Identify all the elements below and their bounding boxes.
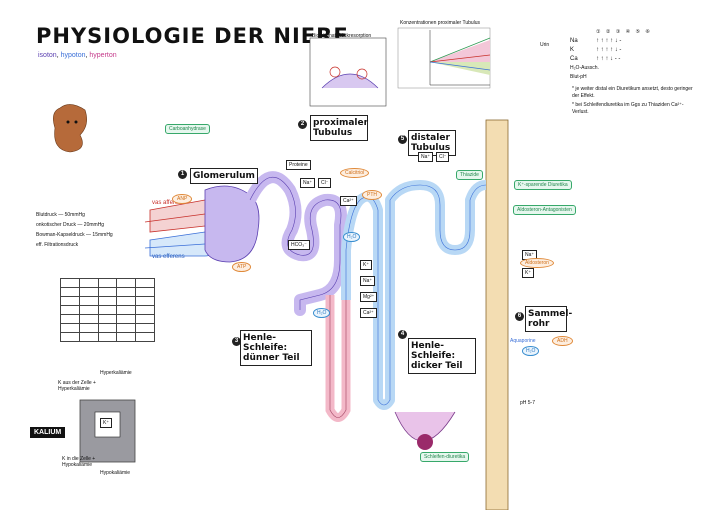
label-bicarbonat: Bicarbonat-Rückresorption bbox=[312, 33, 372, 39]
label-sammelrohr: Sammel-rohr bbox=[525, 306, 572, 332]
label-henle-thin: Henle-Schleife: dünner Teil bbox=[240, 330, 312, 366]
drug-schleifendiuretika: Schleifen-diuretika bbox=[420, 452, 470, 462]
section-number-1: 1 bbox=[178, 170, 187, 179]
page-title: PHYSIOLOGIE DER NIERE bbox=[36, 24, 349, 48]
label-k-aus: K aus der Zelle + Hyperkaliämie bbox=[58, 380, 96, 392]
henle-thin-loop bbox=[325, 295, 351, 422]
ion-ca-thick: Ca²⁺ bbox=[360, 308, 377, 318]
ion-cl: Cl⁻ bbox=[318, 178, 332, 188]
pressure-row: onkotischer Druck — 20mmHg bbox=[36, 222, 105, 228]
label-konz-chart: Konzentrationen proximaler Tubulus bbox=[400, 20, 481, 26]
pressure-row: Blutdruck — 50mmHg bbox=[36, 212, 85, 218]
note-2: * bei Schleifendiuretika im Ggs zu Thiaz… bbox=[572, 102, 684, 115]
pressure-row: Bowman-Kapseldruck — 15mmHg bbox=[36, 232, 113, 238]
legend-h2o: H₂O-Aussch. bbox=[570, 65, 599, 71]
note-1: * je weiter distal ein Diuretikum ansetz… bbox=[572, 86, 693, 99]
label-glomerulum: Glomerulum bbox=[190, 168, 258, 184]
water-pill-1: H₂O bbox=[343, 232, 361, 242]
hormone-atp: ATP bbox=[232, 262, 252, 272]
section-number-6: 6 bbox=[515, 312, 524, 321]
ion-ca: Ca²⁺ bbox=[340, 196, 357, 206]
section-number-4: 4 bbox=[398, 330, 407, 339]
label-proximal-tubulus: proximaler Tubulus bbox=[310, 115, 368, 141]
subtitle-hypoton: hypoton bbox=[60, 52, 86, 59]
pressure-result: eff. Filtrationsdruck bbox=[36, 242, 79, 248]
ion-k-kalium: K⁺ bbox=[100, 418, 112, 428]
page-subtitle: isoton, hypoton, hyperton bbox=[38, 52, 117, 59]
hormone-aldosteron: Aldosteron bbox=[520, 258, 554, 268]
ion-mg: Mg²⁺ bbox=[360, 292, 378, 302]
label-henle-thick: Henle-Schleife: dicker Teil bbox=[408, 338, 476, 374]
collecting-duct bbox=[485, 119, 509, 510]
subtitle-isoton: isoton bbox=[38, 52, 57, 59]
clearance-table bbox=[60, 278, 155, 342]
ion-na-distal: Na⁺ bbox=[418, 152, 434, 162]
water-pill-3: H₂O bbox=[522, 346, 540, 356]
ion-na: Na⁺ bbox=[300, 178, 316, 188]
kalium-badge: KALIUM bbox=[30, 427, 66, 438]
ion-na-thick: Na⁺ bbox=[360, 276, 376, 286]
hormone-anp: ANP bbox=[172, 194, 193, 204]
diuretic-legend: ① ② ③ ④ ⑤ ⑥ Na↑ ↑ ↑ ↑ ↓ - K↑ ↑ ↑ ↑ ↓ - C… bbox=[570, 28, 680, 82]
label-hypokaliaemie: Hypokaliämie bbox=[100, 470, 131, 476]
water-pill-2: H₂O bbox=[313, 308, 331, 318]
hormone-pth: PTH bbox=[362, 190, 382, 200]
label-ph-value: pH 5-7 bbox=[520, 400, 536, 406]
label-hyperkaliaemie: Hyperkaliämie bbox=[100, 370, 132, 376]
drug-k-sparende: K⁺-sparende Diuretika bbox=[514, 180, 572, 190]
drug-carboanhydrase: Carboanhydrase bbox=[165, 124, 210, 134]
section-number-5: 5 bbox=[398, 135, 407, 144]
ion-k: K⁺ bbox=[360, 260, 372, 270]
drug-thiazide: Thiazide bbox=[456, 170, 483, 180]
label-k-in: K in die Zelle + Hypokaliämie bbox=[62, 456, 96, 468]
legend-row: Na↑ ↑ ↑ ↑ ↓ - bbox=[570, 38, 622, 44]
label-vas-afferens: vas afferens bbox=[152, 200, 185, 206]
ion-hco3: HCO₃⁻ bbox=[288, 240, 310, 250]
legend-ph: Blut-pH bbox=[570, 74, 587, 80]
label-vas-efferens: vas efferens bbox=[152, 254, 185, 260]
legend-row: K↑ ↑ ↑ ↑ ↓ - bbox=[570, 47, 622, 53]
hormone-adh: ADH bbox=[552, 336, 573, 346]
section-number-3: 3 bbox=[232, 337, 241, 346]
subtitle-hyperton: hyperton bbox=[89, 52, 117, 59]
label-aquaporine: Aquaporine bbox=[510, 338, 536, 344]
section-number-2: 2 bbox=[298, 120, 307, 129]
drug-aldo-antagonist: Aldosteron-Antagonisten bbox=[513, 205, 576, 215]
ion-k-collect: K⁺ bbox=[522, 268, 534, 278]
ion-cl-distal: Cl⁻ bbox=[436, 152, 450, 162]
ion-protein: Proteine bbox=[286, 160, 311, 170]
legend-row: Ca↑ ↑ ↑ ↓ - - bbox=[570, 56, 621, 62]
bowman-capsule bbox=[204, 185, 260, 263]
legend-urin: Urin bbox=[540, 42, 550, 48]
legend-header: ① ② ③ ④ ⑤ ⑥ bbox=[596, 29, 652, 35]
pressure-table: Blutdruck — 50mmHg onkotischer Druck — 2… bbox=[36, 210, 113, 250]
hormone-calcitriol: Calcitriol bbox=[340, 168, 370, 178]
